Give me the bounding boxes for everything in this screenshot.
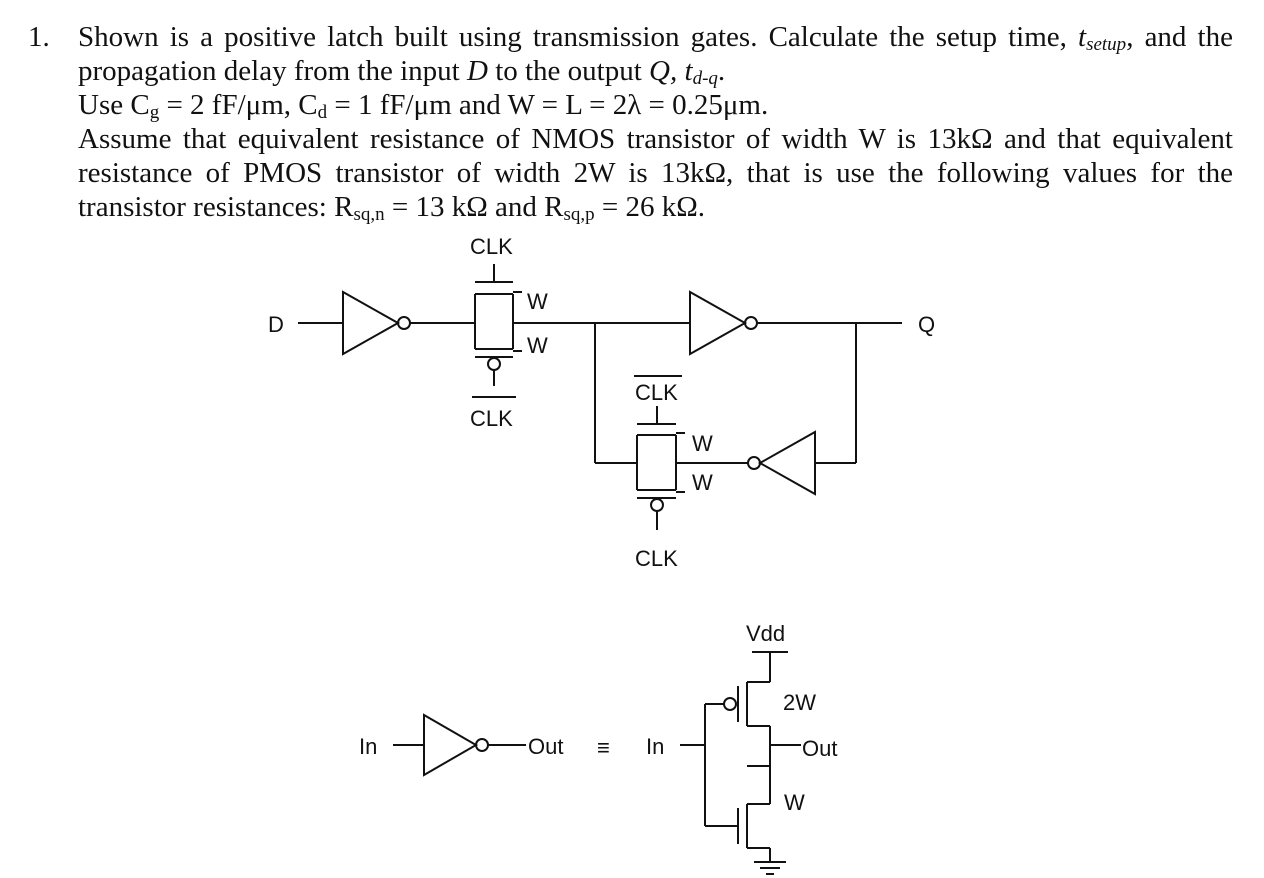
cmos-out-label: Out: [802, 736, 837, 761]
var-q: Q,: [649, 55, 678, 87]
t-dq-symbol: t: [684, 55, 693, 87]
problem-number: 1.: [28, 21, 50, 53]
text-span: Shown is a positive latch built using tr…: [78, 21, 1079, 53]
cg-subscript: g: [149, 102, 160, 123]
text-span: = 13 kΩ and R: [384, 191, 564, 223]
rsqn-subscript: sq,n: [353, 204, 385, 225]
rsqp-subscript: sq,p: [563, 204, 595, 225]
problem-line-5: resistance of PMOS transistor of width 2…: [78, 157, 1233, 189]
text-span: Use C: [78, 89, 150, 121]
latch-diagram: CLK CLK W W D Q: [268, 234, 935, 571]
text-span: , and the: [1126, 21, 1233, 53]
problem-body: Shown is a positive latch built using tr…: [78, 20, 1233, 224]
tg1-bubble: [487, 357, 501, 371]
input-d-label: D: [268, 312, 284, 337]
text-span: to the output: [487, 55, 650, 87]
tg1-clk-top-label: CLK: [470, 234, 513, 259]
text-span: = 26 kΩ.: [594, 191, 706, 223]
t-setup-subscript: setup: [1086, 34, 1127, 55]
tg1-width-p-label: W: [527, 333, 548, 358]
tg2-clk-top-label: CLK: [635, 380, 678, 405]
tg2-clk-bottom-label: CLK: [635, 546, 678, 571]
equivalence-symbol: ≡: [597, 735, 610, 760]
inverter-diagram: In Out ≡ In Vdd 2W Out W: [359, 621, 837, 875]
cd-subscript: d: [317, 102, 328, 123]
inverter-in-label: In: [359, 734, 377, 759]
problem-line-6: transistor resistances: Rsq,n = 13 kΩ an…: [78, 190, 1233, 224]
problem-line-4: Assume that equivalent resistance of NMO…: [78, 123, 1233, 155]
text-span: .: [717, 55, 726, 87]
problem-line-1: Shown is a positive latch built using tr…: [78, 20, 1233, 54]
text-span: propagation delay from the input: [78, 55, 467, 87]
inverter-symbol-triangle: [423, 713, 479, 777]
tg2-width-n-label: W: [692, 431, 713, 456]
text-span: transistor resistances: R: [78, 191, 354, 223]
inverter-out-label: Out: [528, 734, 563, 759]
vdd-label: Vdd: [746, 621, 785, 646]
problem-line-3: Use Cg = 2 fF/μm, Cd = 1 fF/μm and W = L…: [78, 88, 1233, 122]
tg2-width-p-label: W: [692, 470, 713, 495]
tg2-bubble: [650, 498, 664, 512]
text-span: = 1 fF/μm and W = L = 2λ = 0.25μm.: [327, 89, 769, 121]
text-span: = 2 fF/μm, C: [159, 89, 318, 121]
output-inverter-triangle: [689, 290, 748, 356]
cmos-in-label: In: [646, 734, 664, 759]
var-d: D: [466, 55, 488, 87]
feedback-inverter-triangle: [757, 430, 816, 496]
tg1-width-n-label: W: [527, 289, 548, 314]
nmos-width-label: W: [784, 790, 805, 815]
tg1-clk-bottom-label: CLK: [470, 406, 513, 431]
output-q-label: Q: [918, 312, 935, 337]
input-inverter-triangle: [342, 290, 401, 356]
pmos-width-label: 2W: [783, 690, 816, 715]
t-dq-subscript: d-q: [692, 68, 718, 89]
problem-line-2: propagation delay from the input D to th…: [78, 54, 1233, 88]
t-setup-symbol: t: [1078, 21, 1087, 53]
pmos-gate-bubble: [723, 697, 737, 711]
